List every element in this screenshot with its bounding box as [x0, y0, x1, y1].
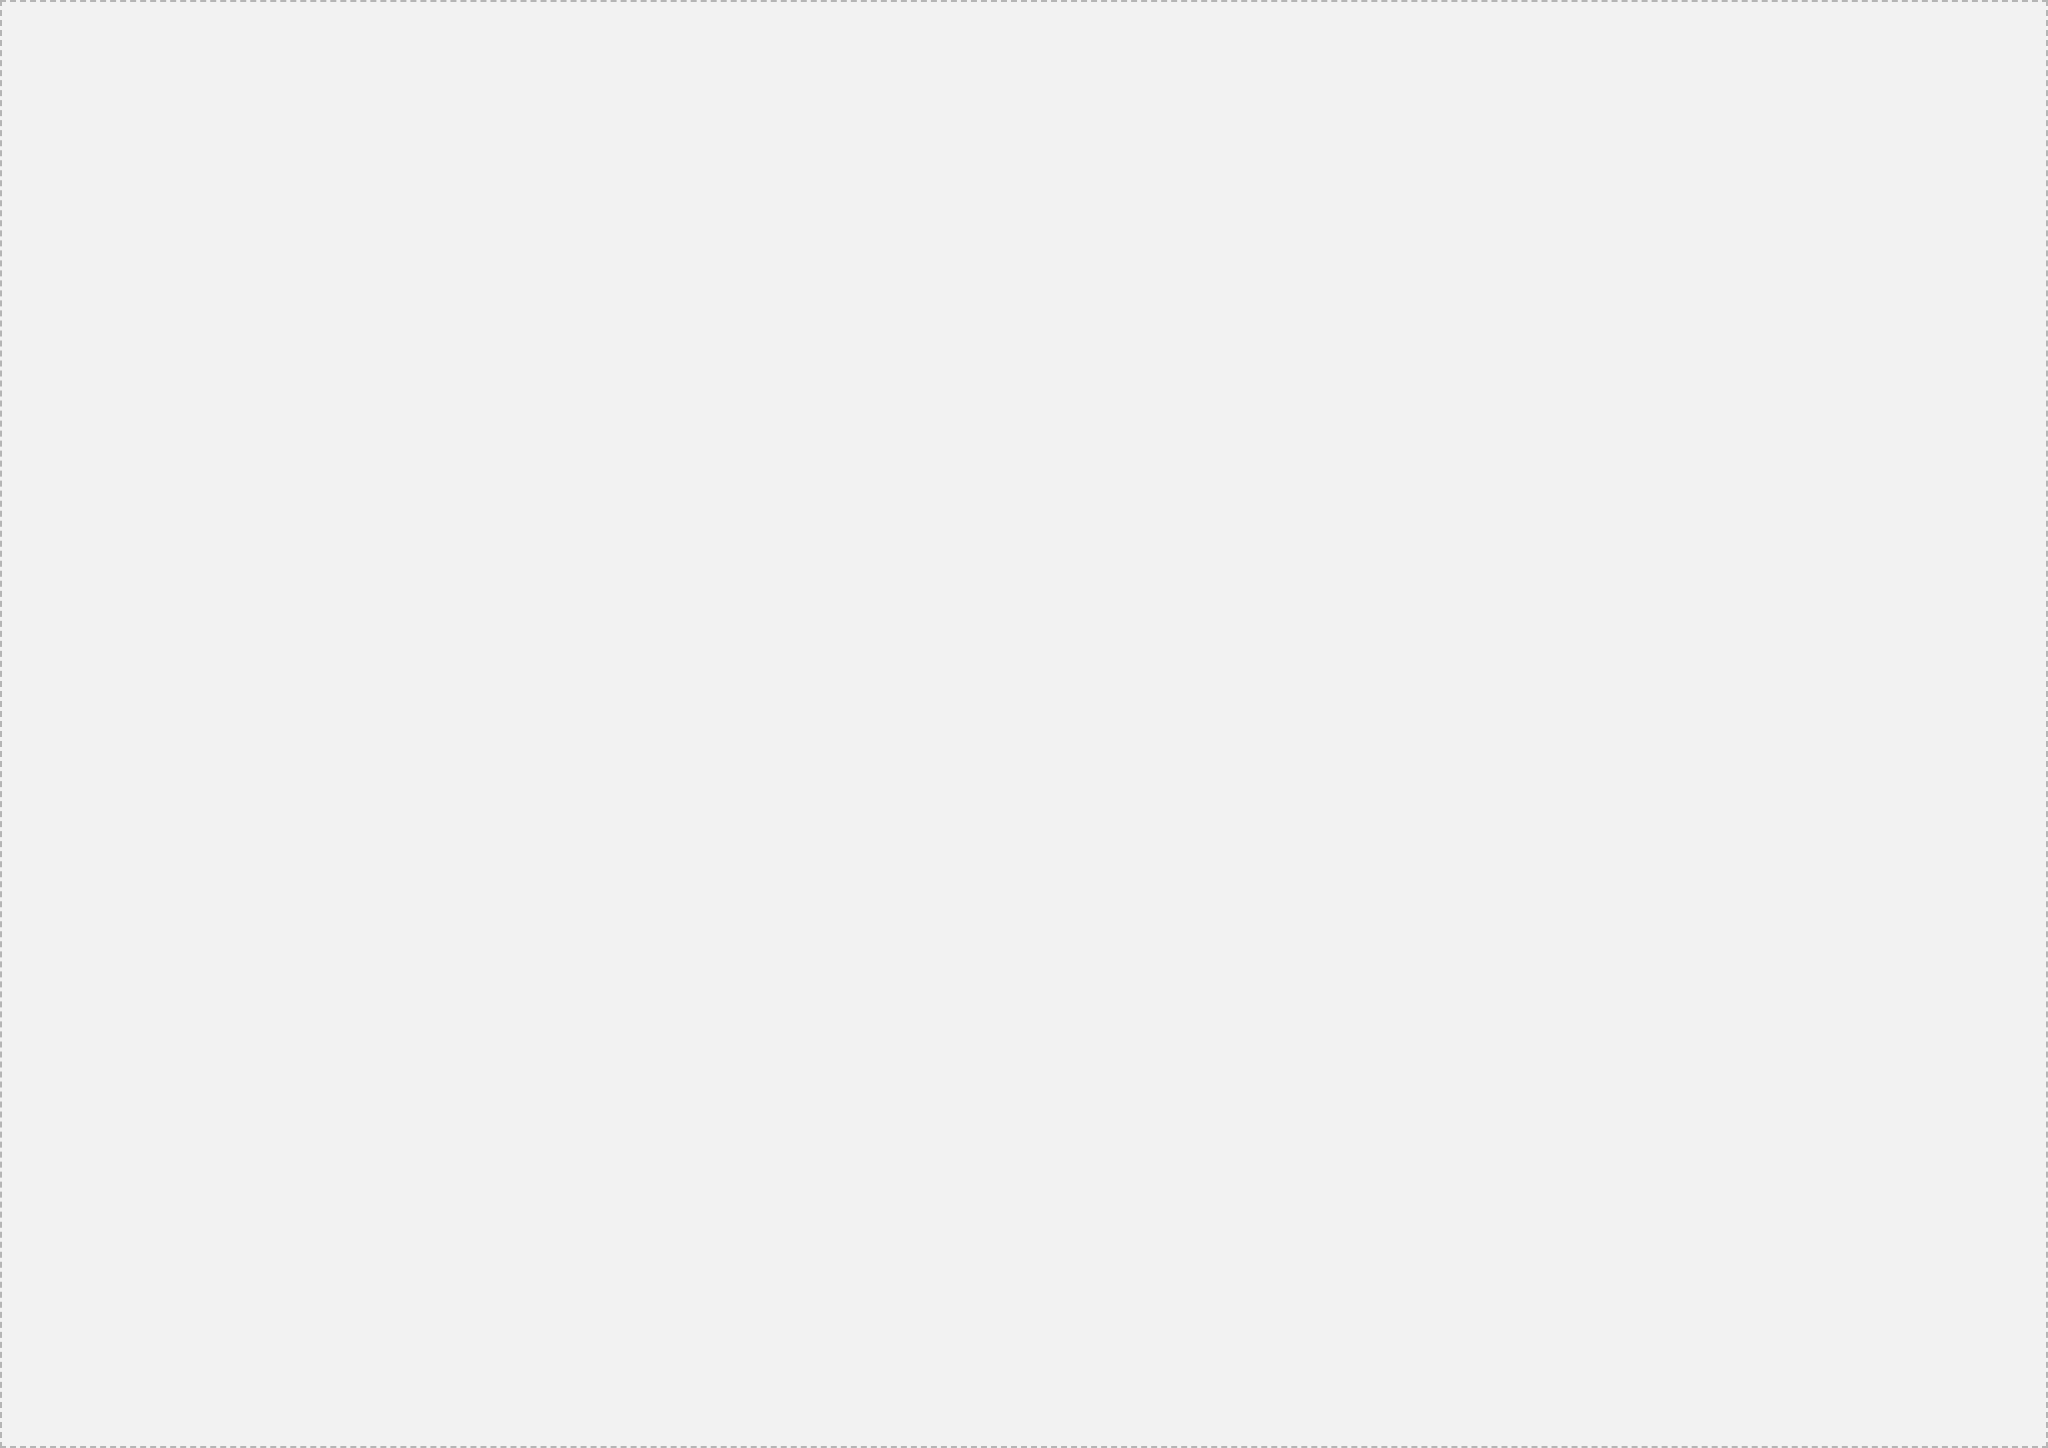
- placeholder-frame: [0, 0, 2048, 1448]
